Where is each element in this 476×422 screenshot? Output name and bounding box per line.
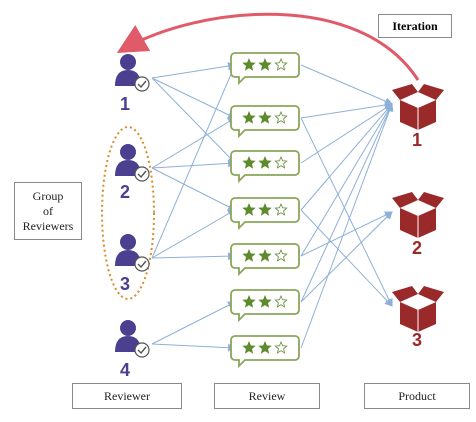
review-icons <box>230 52 300 369</box>
group-label-line-3: Reviewers <box>22 218 74 233</box>
review-bubble-icon <box>230 289 300 323</box>
review-product-edge <box>300 103 393 164</box>
reviewer-person-icon <box>115 54 150 92</box>
reviewer-number-2: 2 <box>120 182 131 202</box>
reviewer-number-3: 3 <box>120 274 131 294</box>
reviewer-review-edge <box>151 62 236 79</box>
reviewer-review-edge <box>151 167 236 211</box>
iteration-arrow <box>116 12 420 81</box>
reviewer-person-icon <box>115 320 150 358</box>
iteration-label: Iteration <box>378 14 452 38</box>
review-bubble-icon <box>230 335 300 369</box>
edges-layer <box>151 62 394 352</box>
product-column-label: Product <box>364 383 470 409</box>
group-oval <box>101 126 155 300</box>
product-number-1: 1 <box>412 130 423 150</box>
review-product-edge <box>300 209 393 307</box>
reviewer-review-edge <box>151 301 236 345</box>
reviewer-review-edge <box>151 209 236 259</box>
review-product-edge <box>300 211 393 257</box>
review-bubble-icon <box>230 150 300 184</box>
reviewer-review-edge <box>151 77 236 119</box>
reviewer-person-icon <box>115 144 150 182</box>
product-icons <box>392 84 444 332</box>
review-bubble-icon <box>230 197 300 231</box>
reviewer-number-1: 1 <box>120 94 131 114</box>
review-column-label: Review <box>214 383 320 409</box>
review-bubble-icon <box>230 105 300 139</box>
reviewer-number-4: 4 <box>120 360 131 380</box>
iteration-curve <box>116 12 420 81</box>
review-product-edge <box>300 64 393 105</box>
product-number-3: 3 <box>412 330 423 350</box>
review-product-edge <box>300 103 393 211</box>
reviewer-column-label: Reviewer <box>72 383 182 409</box>
review-product-edge <box>300 103 393 303</box>
reviewer-review-edge <box>151 77 236 164</box>
reviewer-review-edge <box>151 252 236 261</box>
group-dashed-oval <box>101 126 155 300</box>
group-of-reviewers-label: Group of Reviewers <box>14 182 82 240</box>
reviewer-review-edge <box>151 64 236 259</box>
review-bubble-icon <box>230 243 300 277</box>
reviewer-review-edge <box>151 117 236 169</box>
review-product-edge <box>300 103 394 349</box>
product-box-icon <box>392 192 444 238</box>
group-label-line-1: Group <box>32 188 64 203</box>
product-number-2: 2 <box>412 238 423 258</box>
group-label-line-2: of <box>43 203 53 218</box>
review-product-edge <box>300 211 393 303</box>
review-product-edge <box>300 101 393 119</box>
review-product-edge <box>300 103 393 257</box>
reviewer-person-icon <box>115 234 150 272</box>
reviewer-icons <box>115 54 150 358</box>
product-box-icon <box>392 84 444 130</box>
product-box-icon <box>392 286 444 332</box>
reviewer-review-edge <box>151 159 236 169</box>
review-product-edge <box>300 117 393 307</box>
reviewer-review-edge <box>151 343 236 352</box>
review-bubble-icon <box>230 52 300 86</box>
